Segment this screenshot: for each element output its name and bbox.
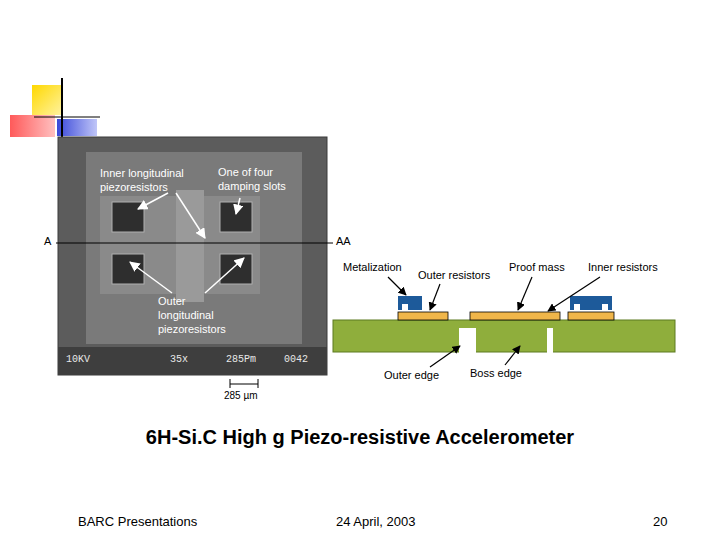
sem-photo: [58, 137, 327, 375]
part-label: Outer edge: [384, 369, 439, 383]
scale-label: 285 µm: [224, 390, 258, 403]
part-label: Metalization: [343, 261, 402, 275]
section-mark: AA: [336, 235, 351, 249]
sem-info: 35x: [170, 354, 188, 367]
damping-slot-label: One of four damping slots: [218, 166, 303, 194]
slide-title: 6H-Si.C High g Piezo-resistive Accelerom…: [0, 426, 720, 449]
section-mark: A: [44, 235, 51, 249]
page-number: 20: [653, 514, 667, 530]
part-label: Proof mass: [509, 261, 565, 275]
outer-piezoresistor-label: Outer longitudinal piezoresistors: [158, 295, 236, 336]
inner-piezoresistor-label: Inner longitudinal piezoresistors: [100, 167, 210, 195]
scale-bar: [230, 379, 258, 388]
part-label: Inner resistors: [588, 261, 658, 275]
sem-info: 285Pm: [226, 354, 256, 367]
sem-info: 10KV: [66, 354, 90, 367]
footer-text: 24 April, 2003: [336, 514, 416, 530]
cross-section: [333, 277, 675, 367]
template-decoration: [10, 78, 100, 145]
section-line: [56, 243, 333, 244]
part-label: Boss edge: [470, 367, 522, 381]
part-label: Outer resistors: [418, 269, 490, 283]
footer-text: BARC Presentations: [78, 514, 197, 530]
sem-info: 0042: [284, 354, 308, 367]
